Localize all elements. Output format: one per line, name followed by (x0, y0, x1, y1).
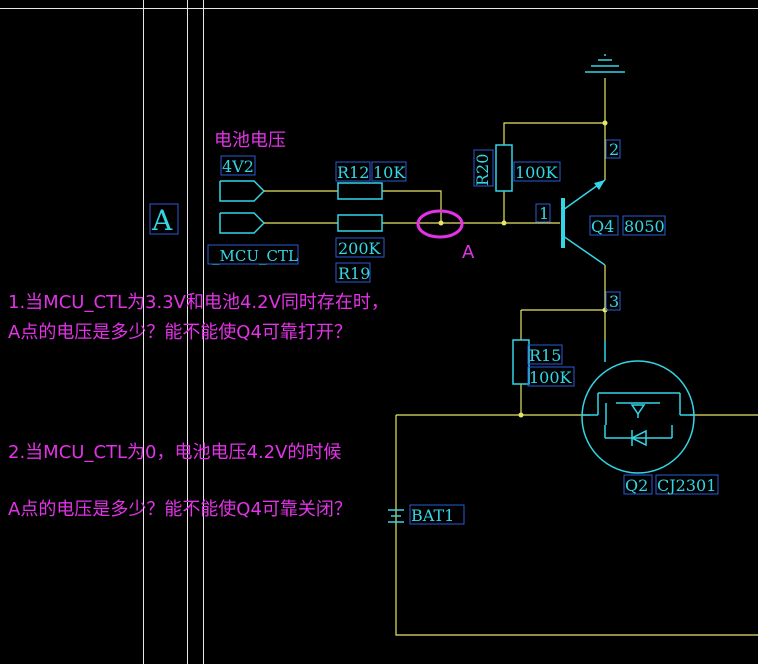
r12-value: 10K (373, 163, 406, 182)
r19-value: 200K (338, 239, 382, 258)
resistor-r12: R12 10K (335, 161, 407, 200)
question-2-line-1: 2.当MCU_CTL为0，电池电压4.2V的时候 (8, 442, 341, 463)
resistor-r15: R15 100K (512, 339, 575, 387)
question-1-line-1: 1.当MCU_CTL为3.3V和电池4.2V同时存在时， (8, 292, 389, 313)
q4-ref: Q4 (591, 217, 614, 236)
port-4v2-label: 4V2 (222, 157, 254, 176)
q4-pin3: 3 (609, 292, 619, 311)
bat1-ref: BAT1 (411, 506, 454, 525)
question-annotations: 1.当MCU_CTL为3.3V和电池4.2V同时存在时， A点的电压是多少？能不… (8, 292, 389, 520)
q4-value: 8050 (624, 217, 665, 236)
r12-ref: R12 (337, 163, 369, 182)
q4-pin2: 2 (609, 140, 619, 159)
wires (264, 78, 758, 636)
r20-ref: R20 (473, 154, 492, 186)
port-4v2: 4V2 (219, 155, 266, 202)
r15-ref: R15 (529, 346, 561, 365)
r15-value: 100K (529, 368, 573, 387)
junction-dots (438, 120, 608, 418)
transistor-q4: 1 2 3 Q4 8050 (535, 139, 666, 311)
battery-bat1: BAT1 (388, 504, 465, 525)
q2-value: CJ2301 (657, 476, 716, 495)
port-mcu-ctl-label: _MCU_CTL (212, 247, 298, 265)
point-a-label: A (462, 242, 475, 263)
r20-value: 100K (515, 163, 559, 182)
resistor-r19: 200K R19 (335, 214, 385, 283)
frame-zone-letter: A (151, 204, 173, 237)
r19-ref: R19 (338, 264, 370, 283)
resistor-r20: R20 100K (473, 144, 561, 192)
q2-ref: Q2 (625, 476, 648, 495)
ground-symbol (585, 54, 625, 73)
battery-voltage-title: 电池电压 (214, 130, 286, 151)
point-a-marker: A (416, 209, 475, 263)
frame-zone-box (149, 203, 179, 235)
q4-pin1: 1 (539, 204, 549, 223)
question-1-line-2: A点的电压是多少？能不能使Q4可靠打开？ (8, 322, 352, 343)
question-2-line-2: A点的电压是多少？能不能使Q4可靠关闭？ (8, 499, 352, 520)
port-mcu-ctl: _MCU_CTL (207, 212, 299, 265)
mosfet-q2: Q2 CJ2301 (581, 340, 719, 495)
